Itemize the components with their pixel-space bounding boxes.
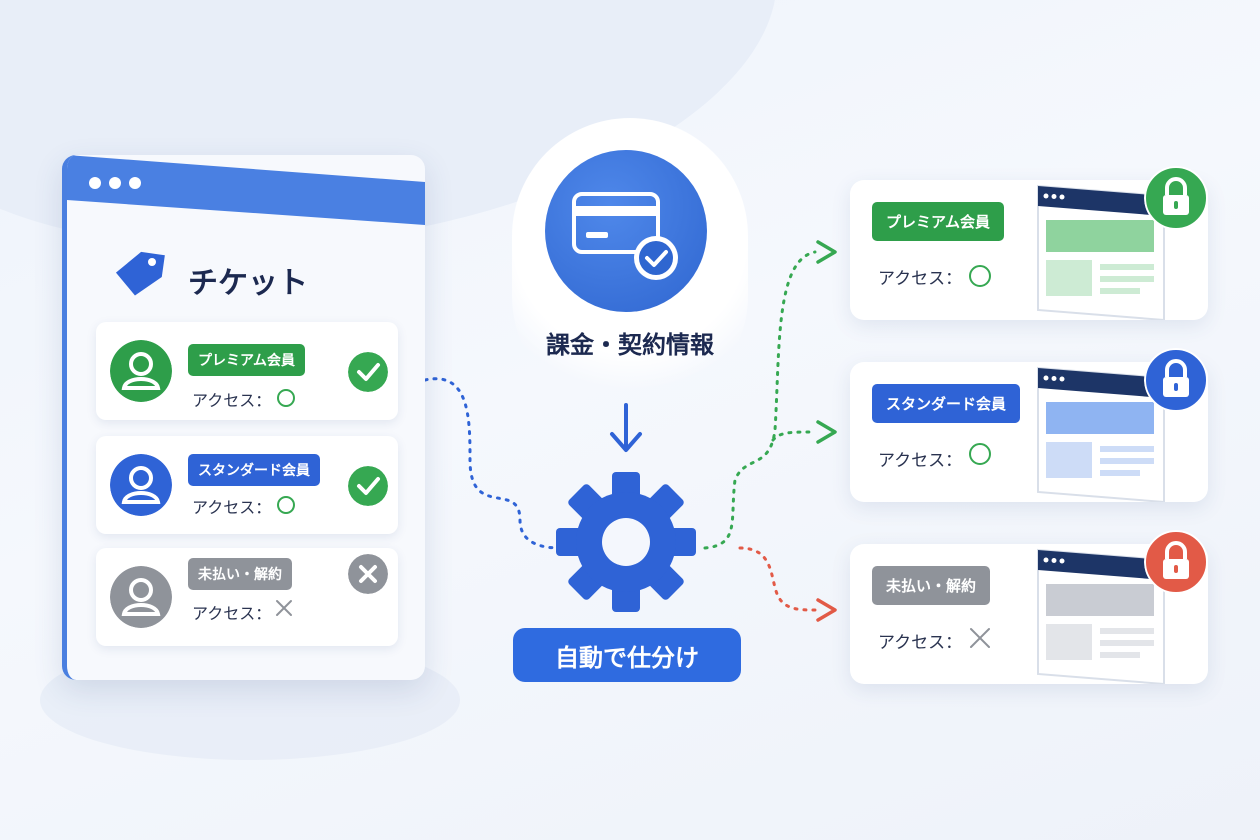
content-window-icon xyxy=(1037,366,1165,502)
connector-unpaid xyxy=(738,546,817,612)
user-avatar-icon xyxy=(110,340,172,402)
arrow-premium xyxy=(816,240,837,264)
member-row-standard: スタンダード会員 アクセス： xyxy=(96,436,398,534)
user-avatar-icon xyxy=(110,566,172,628)
lock-icon xyxy=(1144,166,1208,230)
billing-label: 課金・契約情報 xyxy=(546,331,714,359)
result-access-label: アクセス： xyxy=(878,633,963,653)
access-ok-icon xyxy=(969,443,991,465)
result-panel-unpaid: 未払い・解約 アクセス： xyxy=(850,530,1208,684)
content-window-icon xyxy=(1037,184,1165,320)
access-label: アクセス： xyxy=(192,604,272,623)
cross-icon xyxy=(348,554,388,594)
member-row-premium: プレミアム会員 アクセス： xyxy=(96,322,398,420)
window-dot xyxy=(89,177,101,189)
access-denied-icon xyxy=(970,628,990,648)
result-access-label: アクセス： xyxy=(878,451,963,471)
result-badge: 未払い・解約 xyxy=(872,566,991,605)
result-access-label: アクセス： xyxy=(878,269,963,289)
access-label: アクセス： xyxy=(192,391,272,410)
connector-left xyxy=(423,377,562,550)
content-window-icon xyxy=(1037,548,1165,684)
lock-icon xyxy=(1144,530,1208,594)
access-denied-icon xyxy=(276,600,292,616)
window-dot xyxy=(109,177,121,189)
arrow-standard xyxy=(816,420,837,444)
connector-standard xyxy=(771,430,817,442)
user-avatar-icon xyxy=(110,454,172,516)
connector-premium xyxy=(703,250,817,550)
result-badge: プレミアム会員 xyxy=(872,202,1004,241)
window-dot xyxy=(129,177,141,189)
auto-sort-label: 自動で仕分け xyxy=(513,628,741,682)
credit-card-icon xyxy=(572,192,678,280)
member-row-unpaid: 未払い・解約 アクセス： xyxy=(96,548,398,646)
ticket-title: チケット xyxy=(188,266,308,301)
lock-icon xyxy=(1144,348,1208,412)
check-icon xyxy=(348,466,388,506)
member-badge: 未払い・解約 xyxy=(188,558,292,590)
check-icon xyxy=(348,352,388,392)
tag-icon xyxy=(115,251,165,296)
member-badge: プレミアム会員 xyxy=(188,344,306,376)
result-panel-standard: スタンダード会員 アクセス： xyxy=(850,348,1208,502)
gear-icon xyxy=(556,472,696,612)
window-titlebar xyxy=(67,155,425,225)
result-panel-premium: プレミアム会員 アクセス： xyxy=(850,166,1208,320)
arrow-unpaid xyxy=(816,598,837,622)
member-badge: スタンダード会員 xyxy=(188,454,320,486)
access-ok-icon xyxy=(277,389,295,407)
access-ok-icon xyxy=(277,496,295,514)
access-label: アクセス： xyxy=(192,498,272,517)
access-ok-icon xyxy=(969,265,991,287)
result-badge: スタンダード会員 xyxy=(872,384,1021,423)
